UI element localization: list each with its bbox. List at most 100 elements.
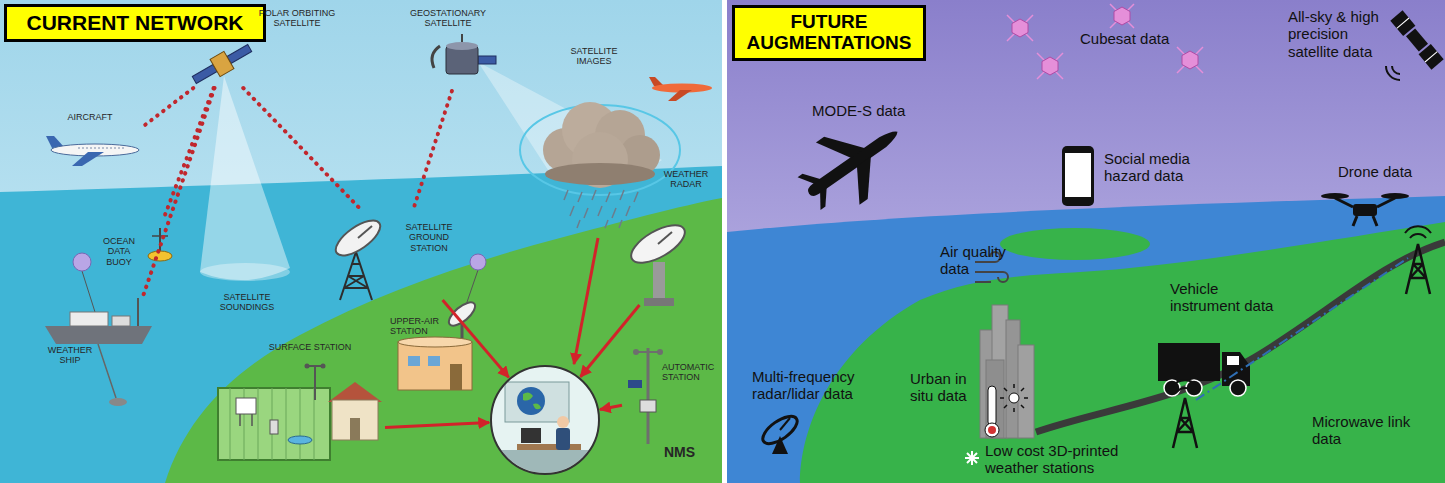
city-buildings xyxy=(986,360,1004,438)
surface-station xyxy=(305,364,310,369)
radar-dish-icon xyxy=(758,411,801,449)
automatic-station xyxy=(636,351,660,353)
station-node: AUTOMATIC STATION xyxy=(622,340,722,440)
nms-circle-outline xyxy=(505,382,569,422)
satellite-node: POLAR ORBITING SATELLITE xyxy=(190,6,344,88)
left-panel-background xyxy=(0,0,722,483)
second-aircraft xyxy=(668,90,692,101)
phone-icon xyxy=(1062,146,1094,206)
ground-station xyxy=(358,226,372,238)
node-label: UPPER-AIR STATION xyxy=(390,316,448,337)
weather-radar xyxy=(626,218,691,306)
satellite-icon xyxy=(1386,66,1400,80)
truck-icon xyxy=(1158,343,1250,396)
node-label: AUTOMATIC STATION xyxy=(662,362,718,383)
satellite-node: GEOSTATIONARY SATELLITE xyxy=(405,6,505,91)
second-aircraft xyxy=(649,77,664,86)
radar-dish-icon xyxy=(780,418,790,430)
truck-icon xyxy=(1227,356,1239,365)
node-label: OCEAN DATA BUOY xyxy=(95,236,143,267)
node-label: AIRCRAFT xyxy=(55,112,125,122)
surface-station xyxy=(240,414,252,426)
road xyxy=(1036,242,1445,432)
annotation-label: Drone data xyxy=(1338,163,1412,180)
cubesat-icons xyxy=(1037,53,1063,79)
weather-station-icons xyxy=(1009,393,1019,403)
microwave-link xyxy=(1172,380,1198,448)
panel-heading: FUTURE AUGMENTATIONS xyxy=(732,5,926,61)
nms-circle-outline xyxy=(556,428,570,450)
microwave-link xyxy=(1172,380,1198,392)
sounding-cone xyxy=(200,76,290,281)
aircraft-illustration xyxy=(46,136,139,166)
annotation-label: SATELLITE SOUNDINGS xyxy=(212,292,282,313)
drone-icon xyxy=(1321,193,1349,199)
weather-station-icons xyxy=(988,426,996,434)
drone-icon xyxy=(1381,193,1409,199)
plane-silhouette xyxy=(787,101,919,225)
polar-satellite xyxy=(227,45,252,64)
weather-station-icons xyxy=(985,423,999,437)
nms-circle-outline xyxy=(557,416,569,428)
plane-silhouette xyxy=(806,127,901,199)
upper-air-station xyxy=(408,356,420,366)
microwave-link xyxy=(1172,226,1431,448)
sounding-cone xyxy=(200,76,290,280)
surface-station xyxy=(328,382,382,402)
imaging-cone xyxy=(478,62,662,183)
nms-circle-outline xyxy=(489,382,601,476)
nms-circle-outline xyxy=(491,366,599,474)
right-panel-background xyxy=(727,0,1445,483)
annotation-label: Vehicle instrument data xyxy=(1170,280,1282,315)
drone-icon xyxy=(1321,193,1409,226)
heading-text: FUTURE AUGMENTATIONS xyxy=(735,12,923,54)
cubesat-icons xyxy=(1012,19,1028,37)
cubesat-icons xyxy=(1042,57,1058,75)
annotation-label: MODE-S data xyxy=(812,102,905,119)
ground-station xyxy=(330,214,385,262)
truck-icon xyxy=(1158,343,1220,381)
geostationary-satellite xyxy=(446,42,478,50)
data-link xyxy=(243,88,363,212)
image-data-arrow xyxy=(574,238,598,364)
node-label: SURFACE STATION xyxy=(260,342,360,352)
aircraft-node: AIRCRAFT xyxy=(45,110,140,168)
cubesat-icons xyxy=(1007,15,1033,41)
data-flow-arrow xyxy=(600,405,622,409)
data-link xyxy=(164,88,214,218)
geostationary-satellite xyxy=(432,46,440,68)
surface-station xyxy=(288,436,312,444)
annotation-label: All-sky & high precision satellite data xyxy=(1288,8,1388,60)
annotation-label: Air quality data xyxy=(940,243,1020,278)
right-panel-background xyxy=(1000,228,1150,260)
annotation-label: Cubesat data xyxy=(1080,30,1169,47)
data-flow-arrow xyxy=(443,300,509,377)
data-flow-arrow xyxy=(385,423,489,428)
automatic-station xyxy=(628,348,663,444)
annotation-label: Microwave link data xyxy=(1312,413,1424,448)
surface-station xyxy=(218,364,382,461)
station-node: SURFACE STATION xyxy=(210,338,385,473)
upper-air-station xyxy=(398,298,479,390)
station-node: UPPER-AIR STATION xyxy=(390,270,485,395)
weather-station-icons xyxy=(988,386,996,426)
ocean-buoy xyxy=(152,235,168,237)
city-buildings xyxy=(980,305,1034,438)
weather-balloon xyxy=(466,270,478,305)
satellite-icon xyxy=(1386,10,1444,80)
cubesat-icons xyxy=(1110,4,1134,28)
cubesat-icons xyxy=(1114,7,1130,25)
ground-station xyxy=(330,214,385,300)
drone-icon xyxy=(1335,198,1395,226)
weather-balloon xyxy=(73,253,91,271)
node-label: GEOSTATIONARY SATELLITE xyxy=(407,8,489,29)
surface-station xyxy=(314,366,316,400)
drone-icon xyxy=(1353,204,1377,216)
phone-icon xyxy=(1062,146,1094,206)
microwave-link xyxy=(1173,398,1197,448)
automatic-station xyxy=(633,349,639,355)
weather-ship xyxy=(70,312,108,326)
